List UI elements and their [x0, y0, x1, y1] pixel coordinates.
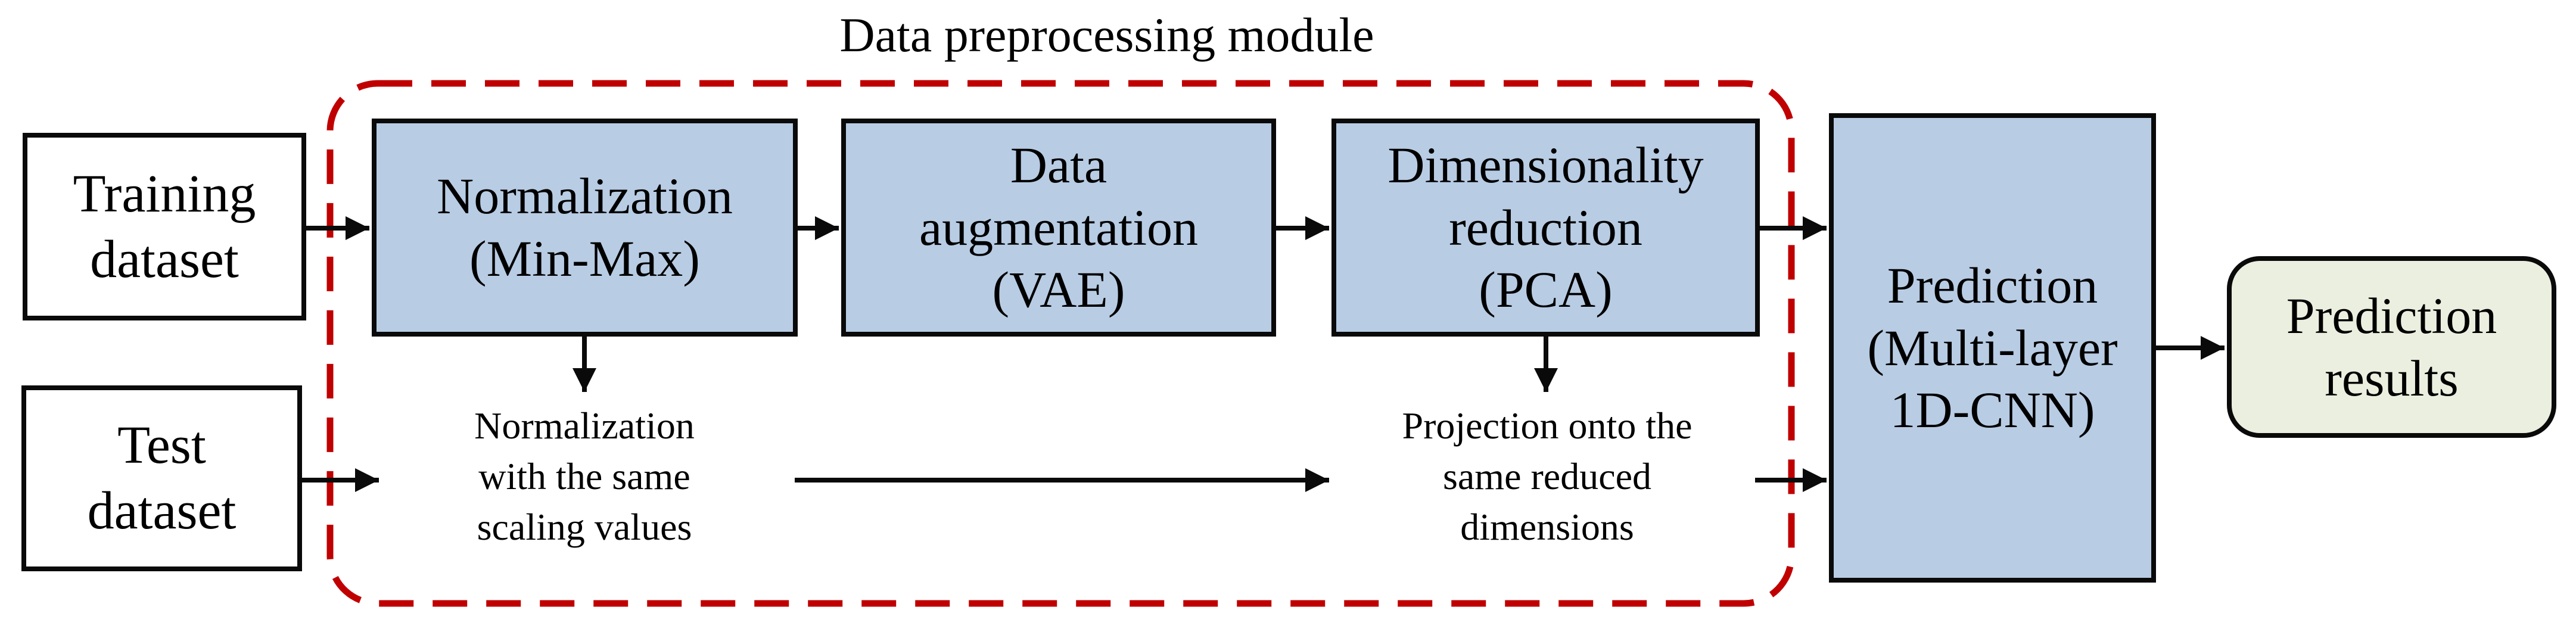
training-dataset-box: Training dataset — [23, 133, 306, 320]
test-dataset-box: Test dataset — [21, 385, 302, 571]
prediction-box: Prediction (Multi-layer 1D-CNN) — [1829, 113, 2156, 583]
diagram-title: Data preprocessing module — [839, 8, 1374, 62]
normalization-note: Normalization with the same scaling valu… — [474, 404, 695, 549]
dimensionality-reduction-box: Dimensionality reduction (PCA) — [1331, 119, 1760, 337]
data-augmentation-box: Data augmentation (VAE) — [841, 119, 1276, 337]
projection-note: Projection onto the same reduced dimensi… — [1402, 404, 1693, 549]
prediction-results-box: Prediction results — [2227, 256, 2556, 438]
normalization-box: Normalization (Min-Max) — [372, 119, 798, 337]
